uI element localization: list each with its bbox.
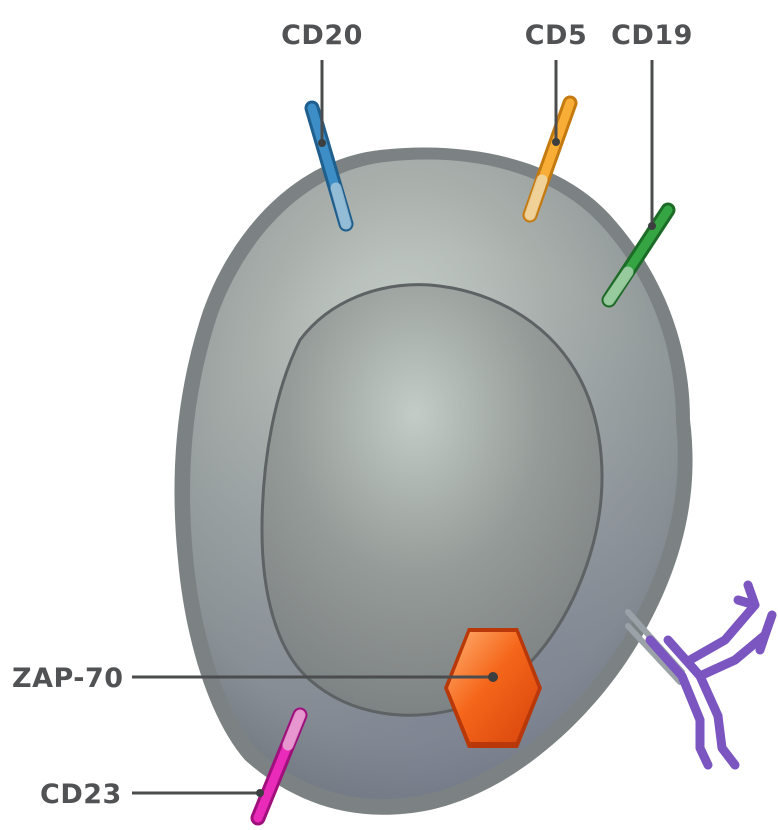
- cd19-label: CD19: [611, 20, 693, 51]
- zap70-label: ZAP-70: [12, 663, 124, 694]
- cd5-label: CD5: [525, 20, 588, 51]
- cd23-label: CD23: [40, 779, 122, 810]
- cd20-label: CD20: [281, 20, 363, 51]
